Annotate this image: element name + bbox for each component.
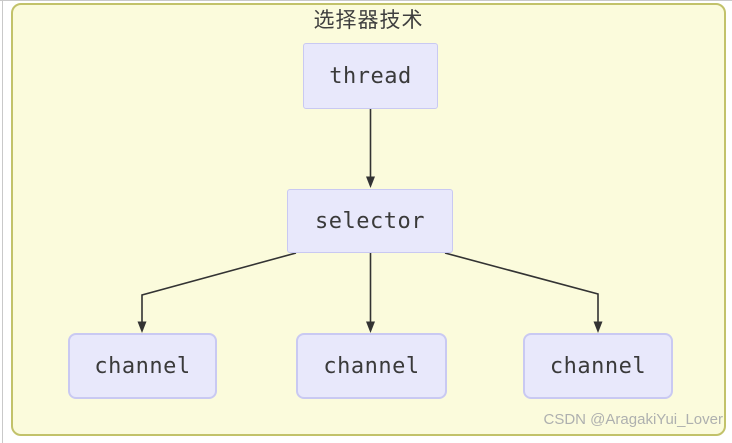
node-channel-1-label: channel [94,353,191,379]
node-channel-3-label: channel [549,353,647,379]
node-channel-2: channel [296,333,447,399]
node-channel-1: channel [68,333,217,399]
node-channel-2-label: channel [323,353,420,379]
window-top-edge-line [0,0,732,1]
node-selector: selector [287,189,453,253]
diagram-title: 选择器技术 [313,8,424,32]
node-selector-label: selector [315,208,425,234]
node-thread: thread [303,43,438,109]
watermark: CSDN @AragakiYui_Lover [543,411,723,428]
node-channel-3: channel [523,333,673,399]
node-thread-label: thread [329,63,412,89]
window-left-edge-line [2,0,3,443]
